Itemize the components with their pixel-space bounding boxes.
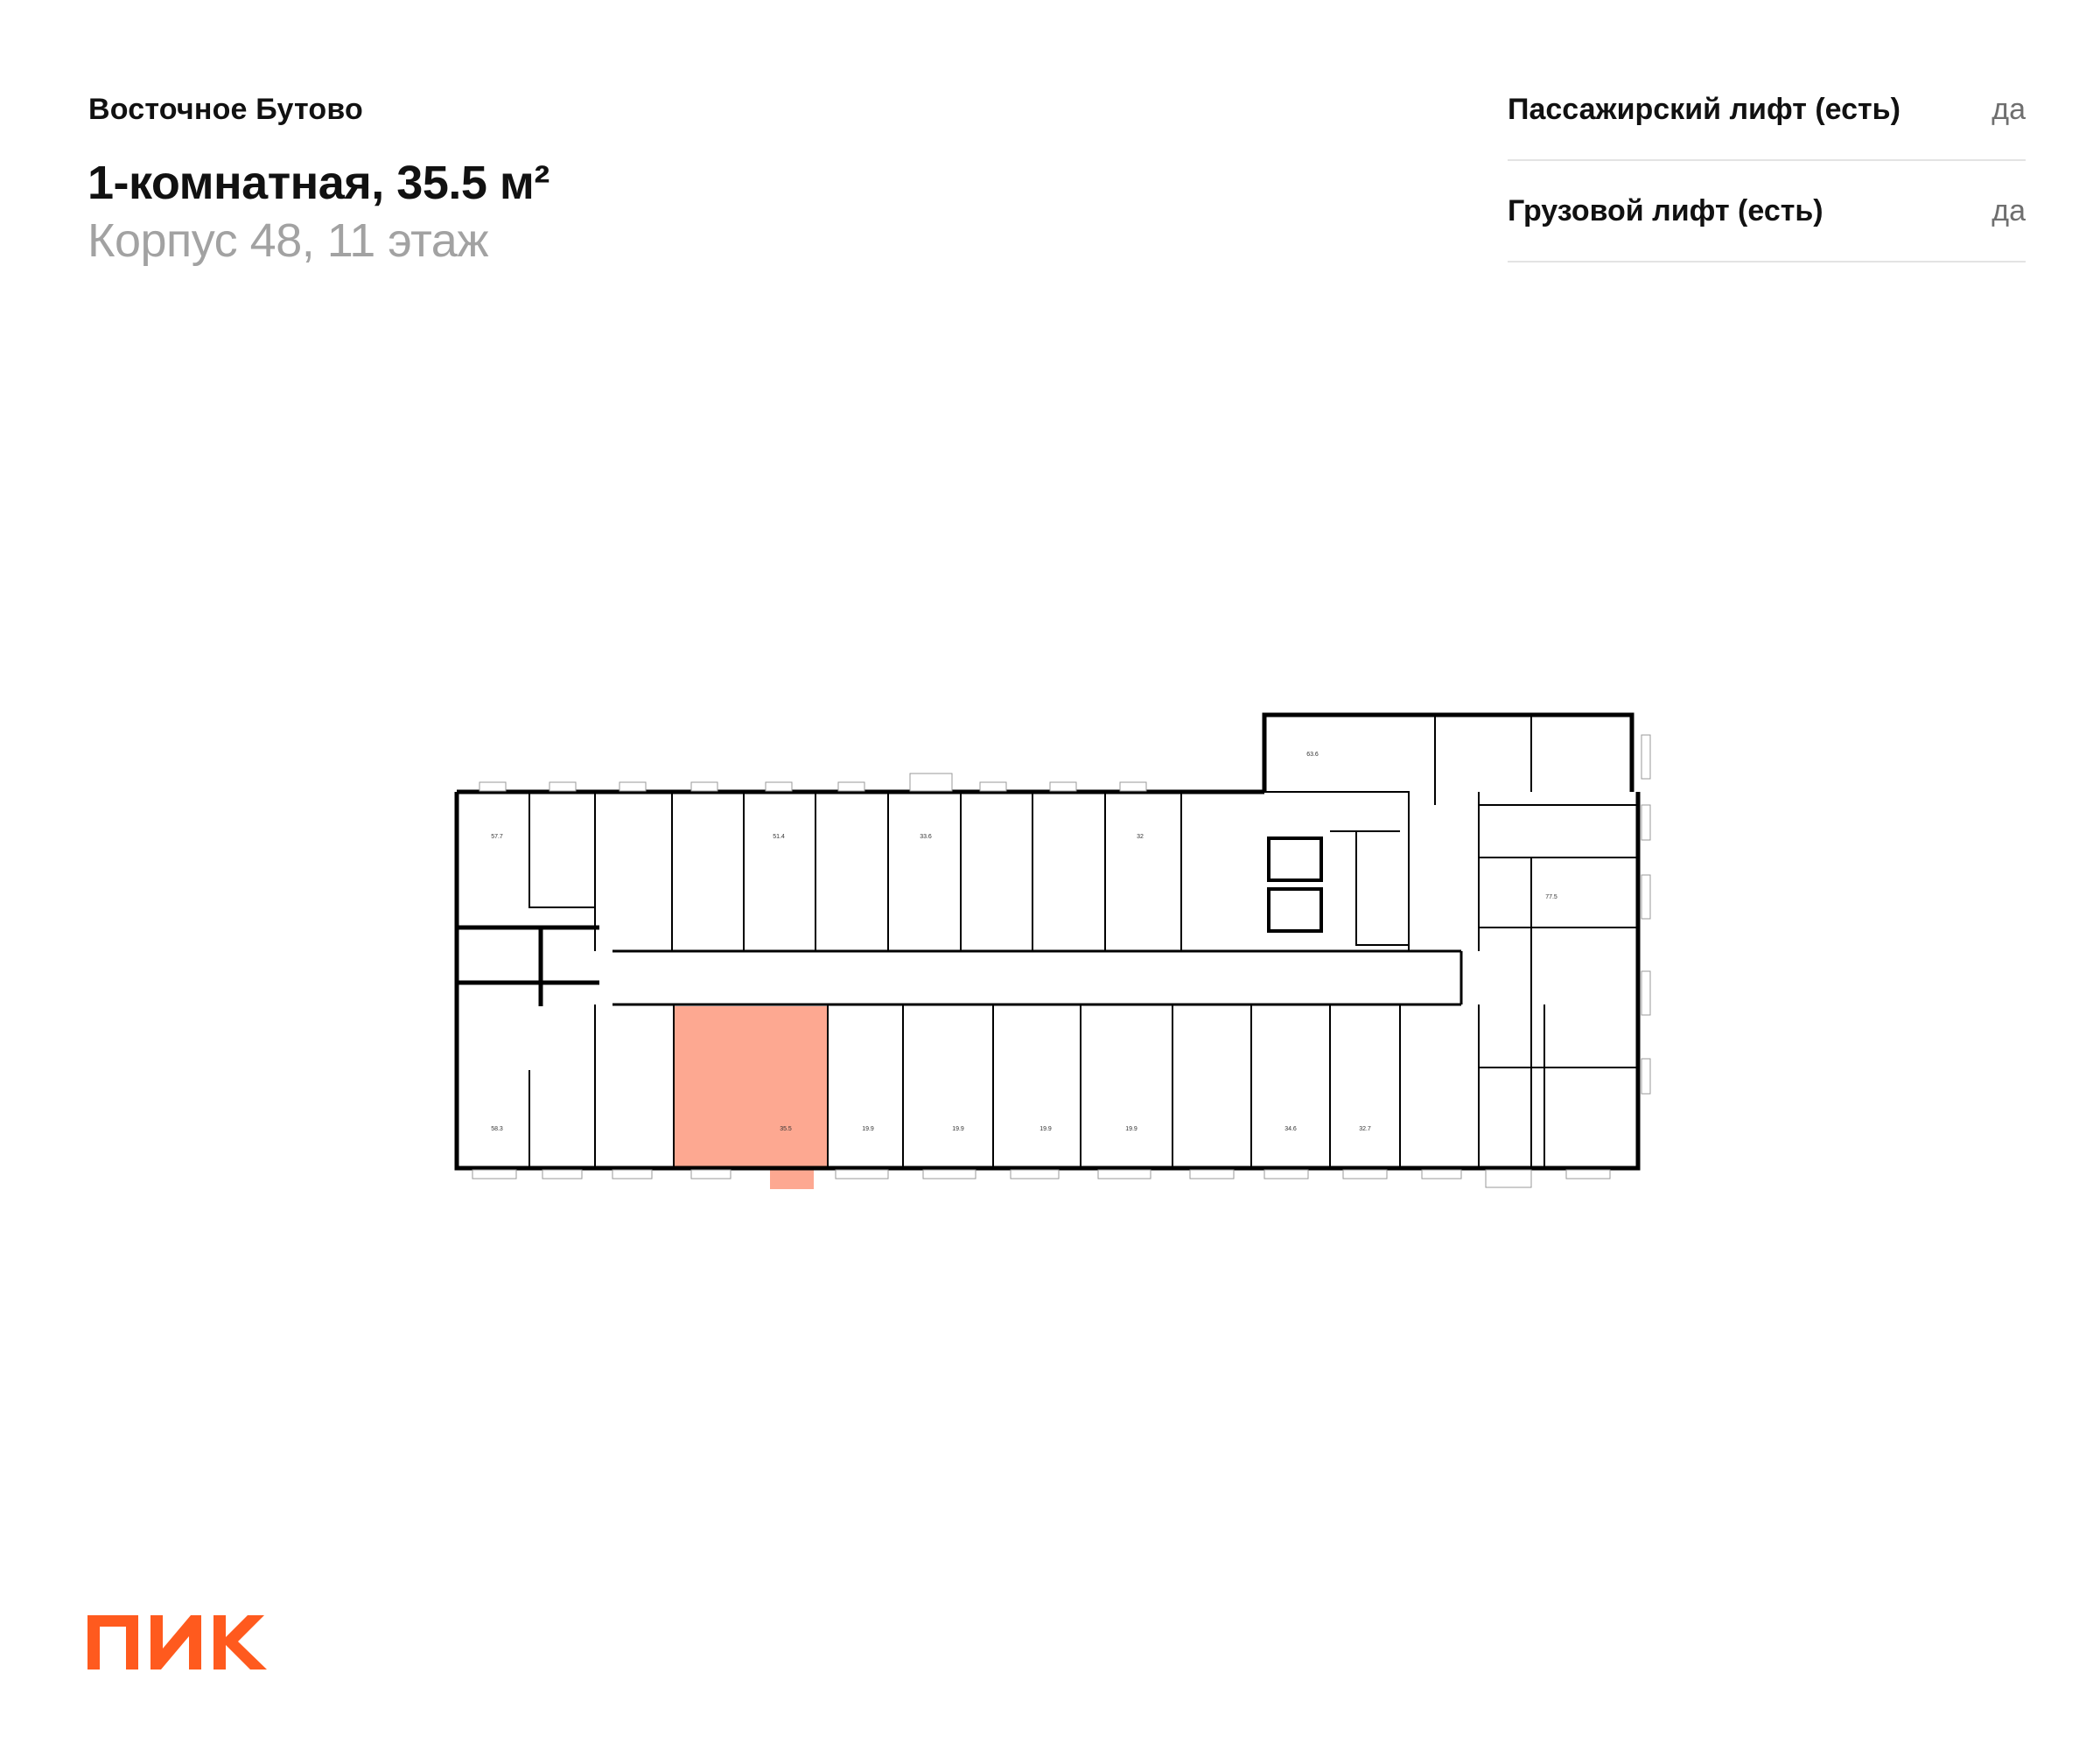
project-name: Восточное Бутово bbox=[88, 93, 364, 126]
elevator-shafts bbox=[1267, 836, 1323, 933]
feature-passenger-lift: Пассажирский лифт (есть) да bbox=[1508, 60, 2026, 161]
floor-plan-drawing: 57.7 51.4 33.6 32 63.6 77.5 58.3 35.5 19… bbox=[454, 712, 1651, 1189]
room-area-label: 32 bbox=[1137, 834, 1144, 840]
pik-logo bbox=[88, 1615, 271, 1674]
feature-label: Грузовой лифт (есть) bbox=[1508, 193, 1824, 228]
room-area-label: 34.6 bbox=[1284, 1126, 1297, 1132]
room-area-label: 19.9 bbox=[862, 1126, 874, 1132]
feature-freight-lift: Грузовой лифт (есть) да bbox=[1508, 161, 2026, 262]
outer-walls bbox=[454, 712, 1641, 1171]
room-area-label: 32.7 bbox=[1359, 1126, 1371, 1132]
feature-label: Пассажирский лифт (есть) bbox=[1508, 92, 1900, 126]
feature-value: да bbox=[1992, 92, 2026, 126]
room-area-label: 58.3 bbox=[491, 1126, 503, 1132]
room-area-label: 19.9 bbox=[1040, 1126, 1052, 1132]
room-area-label: 35.5 bbox=[780, 1126, 792, 1132]
room-area-label: 77.5 bbox=[1545, 894, 1558, 900]
room-labels: 57.7 51.4 33.6 32 63.6 77.5 58.3 35.5 19… bbox=[491, 752, 1558, 1132]
partition-walls bbox=[528, 715, 1638, 1168]
room-area-label: 63.6 bbox=[1306, 752, 1319, 758]
highlighted-apartment[interactable] bbox=[674, 1006, 828, 1168]
room-area-label: 19.9 bbox=[952, 1126, 964, 1132]
room-area-label: 19.9 bbox=[1125, 1126, 1138, 1132]
pik-logo-icon bbox=[88, 1615, 267, 1670]
features-list: Пассажирский лифт (есть) да Грузовой лиф… bbox=[1508, 60, 2026, 262]
windows bbox=[472, 734, 1651, 1188]
room-area-label: 57.7 bbox=[491, 834, 503, 840]
corridor-walls bbox=[612, 949, 1463, 1006]
feature-value: да bbox=[1992, 193, 2026, 228]
building-floor: Корпус 48, 11 этаж bbox=[88, 214, 488, 267]
room-area-label: 51.4 bbox=[773, 834, 785, 840]
floor-plan: 57.7 51.4 33.6 32 63.6 77.5 58.3 35.5 19… bbox=[438, 682, 1680, 1208]
highlighted-balcony bbox=[770, 1168, 814, 1189]
apartment-title: 1-комнатная, 35.5 м² bbox=[88, 157, 550, 209]
room-area-label: 33.6 bbox=[920, 834, 932, 840]
